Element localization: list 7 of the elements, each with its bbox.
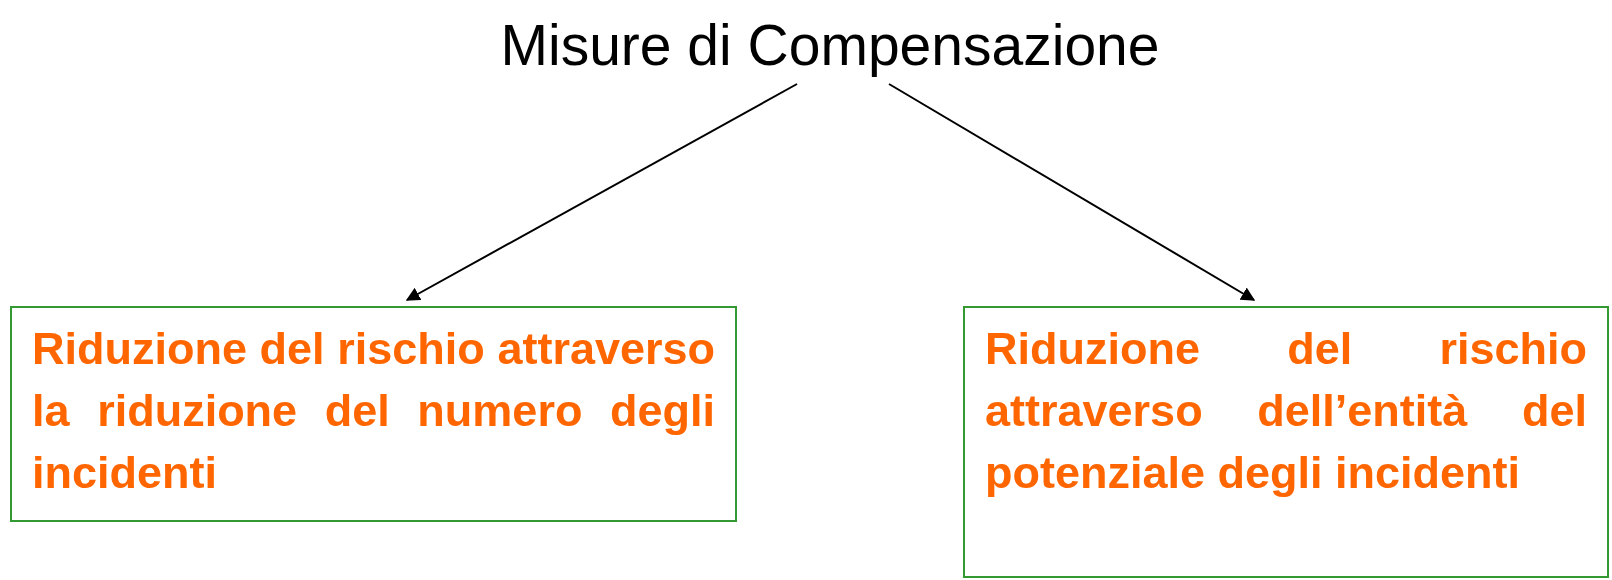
process-box — [10, 306, 737, 522]
arrow — [888, 83, 1256, 301]
process-box — [963, 306, 1609, 578]
title-text: Misure di Compensazione — [450, 8, 1210, 84]
box-text: Riduzione del rischio attraverso dell’entità del potenziale degli incidenti — [985, 322, 1587, 500]
box-text: Riduzione del rischio attraverso la riduzione del numero degli incidenti — [32, 322, 715, 500]
arrow — [405, 83, 798, 301]
